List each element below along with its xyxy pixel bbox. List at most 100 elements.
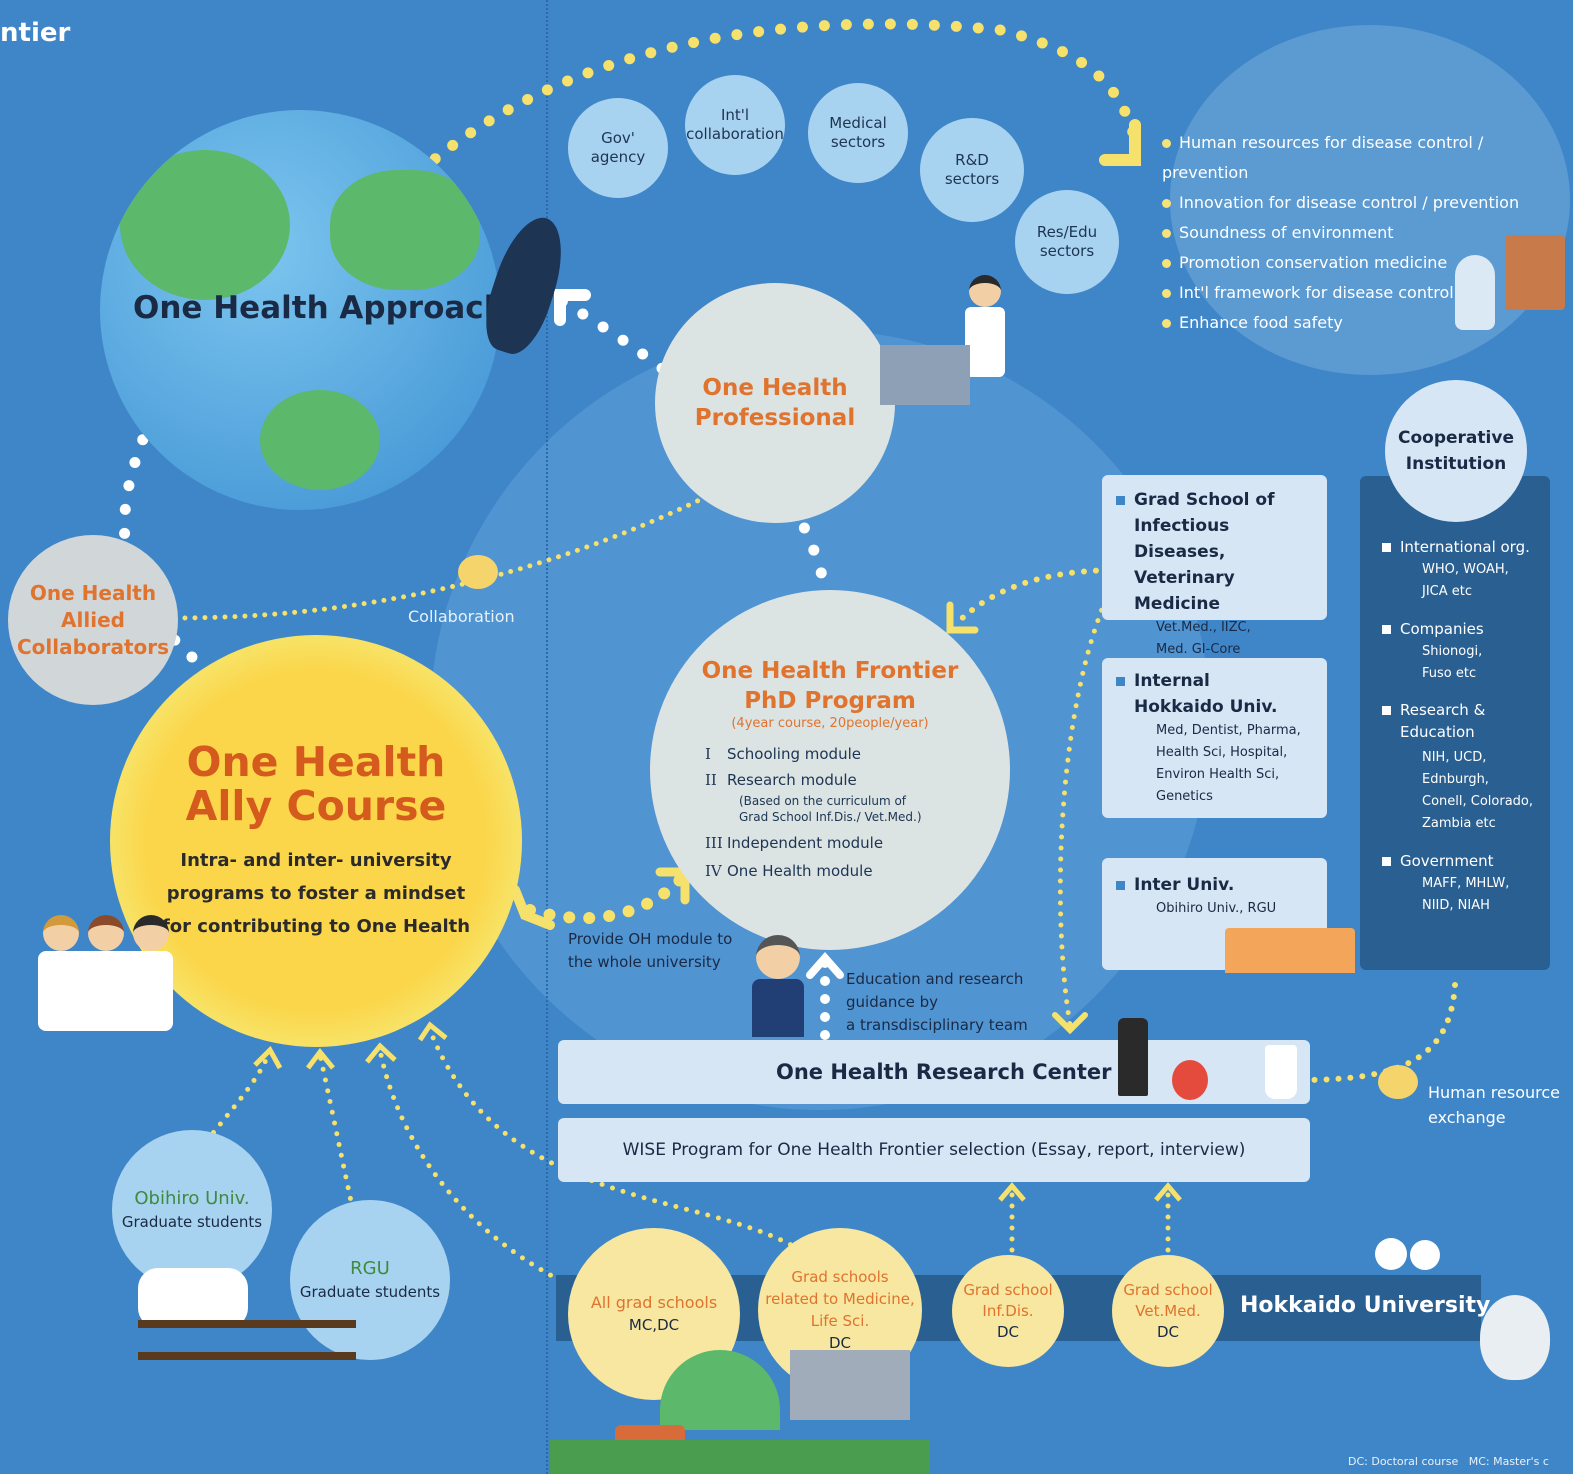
panel-sub: Med. GI-Core — [1156, 642, 1241, 657]
ally-title: Ally Course — [185, 781, 447, 830]
coop-item-line: Shionogi, — [1422, 644, 1483, 659]
panel-title: Inter Univ. — [1116, 872, 1313, 898]
bullet-icon — [1162, 259, 1171, 268]
bullet-icon — [1382, 543, 1391, 552]
sector-gov-agency: Gov' agency — [568, 98, 668, 198]
module-note: Grad School Inf.Dis./ Vet.Med.) — [739, 810, 922, 824]
bullet-icon — [1116, 880, 1125, 890]
coop-item-line: Ednburgh, — [1422, 772, 1489, 787]
panel-title: Grad School of — [1116, 487, 1313, 513]
phd-title: PhD Program — [744, 688, 916, 714]
bullet-icon — [1382, 625, 1391, 634]
coop-item-title: Research & — [1382, 699, 1547, 721]
panel-sub: Environ Health Sci, — [1156, 767, 1280, 782]
continent-shape — [260, 390, 380, 490]
continent-shape — [120, 150, 290, 300]
test-tubes-icon — [1505, 235, 1565, 310]
bird-illustration — [1375, 1238, 1407, 1270]
coop-item-title: Government — [1382, 849, 1547, 873]
student-coats — [38, 951, 173, 1031]
school-label: related to Medicine, — [765, 1290, 915, 1308]
panel-sub: Vet.Med., IIZC, — [1156, 620, 1251, 635]
city-illustration — [790, 1350, 910, 1420]
sector-intl-collaboration: Int'l collaboration — [685, 75, 785, 175]
hokkaido-title: Hokkaido University — [1240, 1293, 1491, 1318]
school-degree: MC,DC — [628, 1316, 680, 1334]
coop-item-title: Education — [1400, 723, 1475, 741]
phd-title: One Health Frontier — [701, 658, 959, 684]
research-center-title: One Health Research Center — [776, 1060, 1112, 1084]
rgu-sub: Graduate students — [299, 1283, 441, 1301]
ally-title: One Health — [186, 737, 446, 786]
scientist-illustration — [965, 275, 1005, 405]
panel-sub: Genetics — [1156, 789, 1213, 804]
microscope-icon — [1118, 1018, 1148, 1096]
earth-globe — [100, 110, 500, 510]
sector-label: Res/Edu sectors — [1036, 223, 1098, 260]
outcome-item: Soundness of environment — [1162, 218, 1573, 248]
sector-label: Int'l collaboration — [686, 106, 784, 143]
allied-title: Collaborators — [16, 634, 170, 659]
rgu-students-circle: RGU Graduate students — [290, 1200, 450, 1360]
student-figure — [88, 915, 124, 951]
allied-circle: One Health Allied Collaborators — [8, 535, 178, 705]
bullet-icon — [1162, 319, 1171, 328]
fence-illustration — [138, 1320, 356, 1360]
bird-illustration — [1410, 1240, 1440, 1270]
professional-title: Professional — [694, 405, 856, 431]
coop-item-line: Conell, Colorado, — [1422, 794, 1534, 809]
panel-sub: Obihiro Univ., RGU — [1156, 901, 1277, 916]
outcome-item: Int'l framework for disease control — [1162, 278, 1573, 308]
coop-item-title: Companies — [1382, 617, 1547, 641]
school-inf-dis: Grad school Inf.Dis. DC — [952, 1255, 1064, 1367]
coop-item-title: International org. — [1382, 535, 1547, 559]
divider-line — [546, 0, 548, 1474]
obihiro-students-circle: Obihiro Univ. Graduate students — [112, 1130, 272, 1290]
coop-item-line: NIH, UCD, — [1422, 750, 1487, 765]
professional-circle: One Health Professional — [655, 283, 895, 523]
outcome-item: Innovation for disease control / prevent… — [1162, 188, 1573, 218]
ally-desc: Intra- and inter- university — [180, 849, 452, 871]
school-degree: DC — [1156, 1322, 1180, 1341]
collaboration-label: Collaboration — [408, 607, 515, 626]
faint-globe — [1170, 25, 1570, 375]
continent-shape — [330, 170, 480, 290]
school-label: Inf.Dis. — [982, 1301, 1034, 1320]
scientist-coat — [965, 307, 1005, 377]
ally-desc: for contributing to One Health — [161, 915, 471, 937]
wise-program-text: WISE Program for One Health Frontier sel… — [622, 1140, 1246, 1160]
flask-icon — [1172, 1060, 1208, 1100]
rgu-title: RGU — [350, 1258, 390, 1279]
panel-title: Veterinary Medicine — [1134, 568, 1235, 614]
bullet-icon — [1162, 139, 1171, 148]
scientist-head — [969, 275, 1001, 307]
handshake-icon — [458, 555, 498, 589]
school-label: Grad school — [1123, 1280, 1213, 1299]
ally-course-circle: One Health Ally Course Intra- and inter-… — [110, 635, 522, 1047]
footnote: DC: Doctoral course MC: Master's c — [1348, 1455, 1549, 1468]
outcome-item: Human resources for disease control / pr… — [1162, 133, 1484, 182]
bullet-icon — [1116, 495, 1125, 505]
sector-label: Medical sectors — [829, 114, 887, 151]
allied-title: Allied — [61, 607, 125, 632]
school-label: Grad schools — [791, 1268, 889, 1286]
school-label: Grad school — [963, 1280, 1053, 1299]
panel-sub: Health Sci, Hospital, — [1156, 745, 1288, 760]
school-degree: DC — [828, 1334, 852, 1352]
professional-title: One Health — [702, 375, 848, 401]
coop-item-line: Zambia etc — [1422, 816, 1496, 831]
panel-sub: Med, Dentist, Pharma, — [1156, 723, 1301, 738]
students-illustration — [28, 915, 178, 1055]
phd-subtitle: (4year course, 20people/year) — [731, 716, 929, 731]
school-label: Life Sci. — [810, 1312, 870, 1330]
student-figure — [133, 915, 169, 951]
coop-item-line: MAFF, MHLW, — [1422, 876, 1510, 891]
approach-title: One Health Approach — [133, 290, 506, 326]
ally-desc: programs to foster a mindset — [166, 882, 466, 904]
university-building — [1225, 928, 1355, 973]
